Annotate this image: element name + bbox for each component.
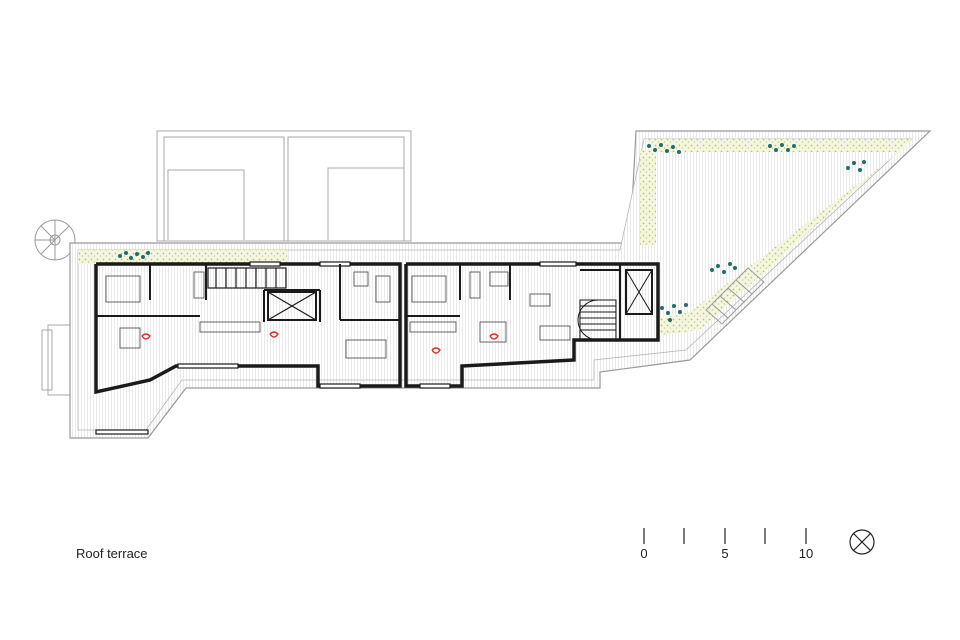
wc-1 [353,271,369,287]
bed-1 [105,275,141,303]
dining-table-1 [345,339,387,359]
dining-table-3 [539,325,571,341]
fireplaces [141,331,499,354]
planting-clusters [118,143,866,322]
spiral-stair [34,219,76,261]
scale-label-10: 10 [798,546,814,561]
kitchen-island [529,293,551,307]
fireplace-2 [269,331,279,338]
interior-walls [96,264,621,340]
scale-label-5: 5 [721,546,729,561]
planting-beds [78,139,912,335]
terrace-parapet [69,130,932,439]
wc-2 [489,271,509,287]
scale-label-0: 0 [640,546,648,561]
adjacent-building-outline [41,130,412,396]
sofa-1 [119,327,141,349]
kitchen-counter-2 [409,321,457,333]
elevator-core [207,267,317,321]
drawing-caption: Roof terrace [76,546,148,561]
fireplace-3 [431,347,441,354]
sofa-2 [479,321,507,343]
furniture [105,271,571,359]
kitchen-counter-1 [199,321,261,333]
bathtub-2 [193,271,205,299]
bathtub-1 [469,271,481,299]
main-stairwell [577,269,653,341]
terrace-stair [705,267,765,325]
bed-2 [411,275,447,303]
window-strips [95,261,577,435]
fireplace-1 [141,333,151,340]
scale-bar [643,528,807,544]
fireplace-4 [489,333,499,340]
dining-table-2 [375,275,391,303]
north-arrow-icon [849,529,875,555]
